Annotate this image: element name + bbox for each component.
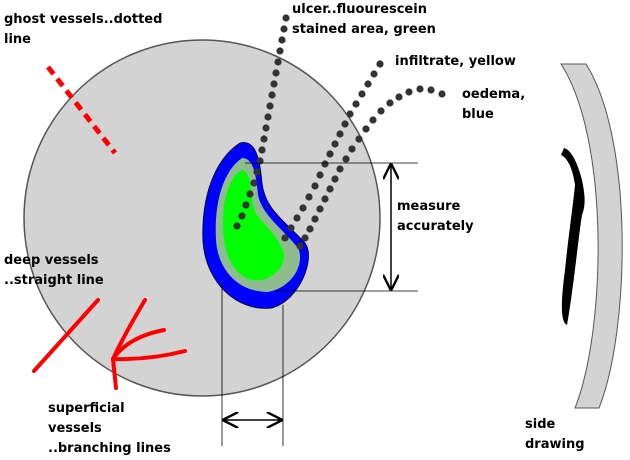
ulcer-region	[222, 170, 285, 281]
side-view-cornea	[560, 63, 623, 409]
ghost-vessel-dashed-line	[46, 65, 117, 155]
deep-vessels-label: deep vessels ..straight line	[4, 253, 104, 288]
oedema-pointer-dots	[296, 85, 446, 250]
ulcer-label: ulcer..fluourescein stained area, green	[292, 2, 436, 37]
oedema-label: oedema, blue	[462, 87, 526, 122]
ghost-vessels-label: ghost vessels..dotted line	[4, 12, 163, 47]
superficial-vessels-label: superficial vessels ..branching lines	[48, 401, 171, 456]
ulcer-pointer-dots	[233, 14, 290, 230]
measure-label: measure accurately	[397, 199, 474, 234]
cornea-disc	[23, 39, 381, 397]
oedema-outline	[202, 142, 309, 309]
side-drawing-label: side drawing	[525, 417, 585, 452]
superficial-vessel-branches	[110, 298, 187, 390]
measure-guides	[221, 162, 418, 446]
deep-vessel-line	[32, 298, 100, 373]
infiltrate-label: infiltrate, yellow	[395, 54, 516, 69]
infiltrate-pointer-dots	[281, 60, 384, 242]
side-view-ulcer-defect	[561, 148, 585, 325]
